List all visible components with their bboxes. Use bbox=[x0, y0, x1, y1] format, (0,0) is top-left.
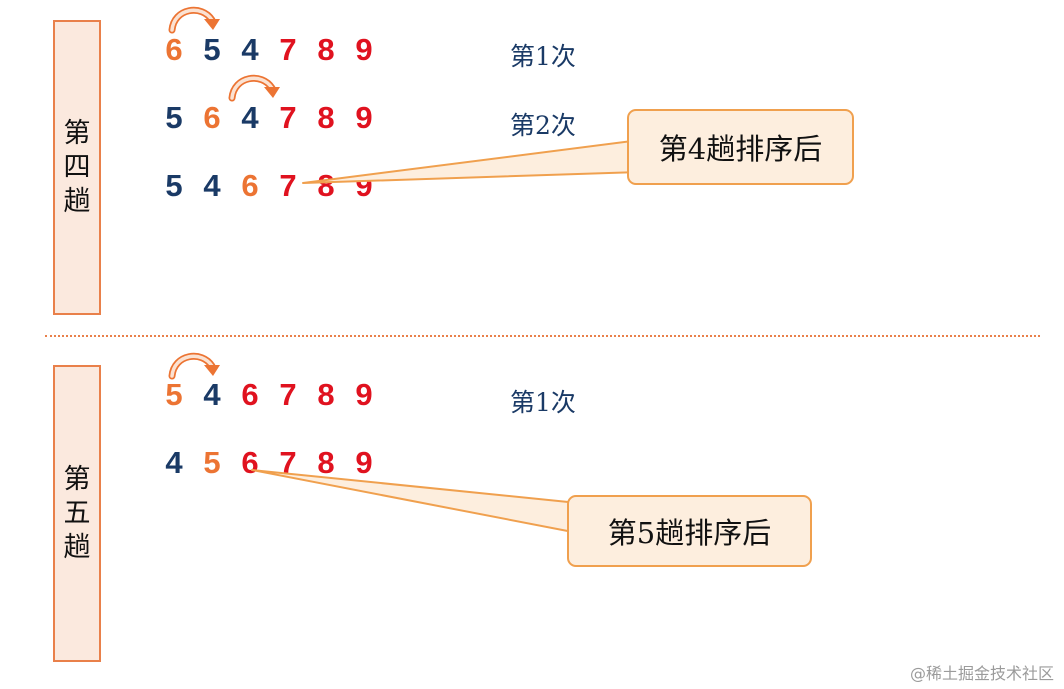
step-label: 第1次 bbox=[510, 388, 576, 417]
pass-label-char: 第 bbox=[63, 117, 91, 149]
pass-label-box: 第 五 趟 bbox=[53, 365, 101, 662]
pass-label-char: 趟 bbox=[63, 531, 91, 563]
pass-label-char: 四 bbox=[63, 151, 91, 183]
watermark: @稀土掘金技术社区 bbox=[909, 664, 1054, 683]
pass-divider bbox=[45, 335, 1040, 337]
number-cell: 7 bbox=[279, 32, 297, 67]
number-cell: 6 bbox=[165, 32, 183, 67]
number-cell: 5 bbox=[165, 377, 183, 412]
number-cell: 8 bbox=[317, 32, 335, 67]
number-cell: 4 bbox=[165, 445, 183, 480]
step-label: 第2次 bbox=[510, 111, 576, 140]
number-cell: 6 bbox=[241, 377, 259, 412]
callout-pointer bbox=[302, 139, 641, 184]
number-cell: 7 bbox=[279, 445, 297, 480]
pass-label-char: 第 bbox=[63, 463, 91, 495]
sequence-row: 5 6 4 7 8 9 bbox=[155, 98, 395, 138]
number-cell: 4 bbox=[203, 377, 221, 412]
swap-arrow-icon bbox=[168, 6, 220, 34]
pass-label-char: 趟 bbox=[63, 185, 91, 217]
pass-label-box: 第 四 趟 bbox=[53, 20, 101, 315]
number-cell: 4 bbox=[203, 168, 221, 203]
swap-arrow-icon bbox=[228, 74, 280, 102]
sequence-row: 6 5 4 7 8 9 bbox=[155, 30, 395, 70]
number-cell: 8 bbox=[317, 100, 335, 135]
number-cell: 4 bbox=[241, 100, 259, 135]
sequence-row: 5 4 6 7 8 9 bbox=[155, 166, 395, 206]
number-cell: 8 bbox=[317, 445, 335, 480]
number-cell: 5 bbox=[165, 168, 183, 203]
step-label: 第1次 bbox=[510, 42, 576, 71]
number-cell: 6 bbox=[203, 100, 221, 135]
number-cell: 8 bbox=[317, 168, 335, 203]
number-cell: 4 bbox=[241, 32, 259, 67]
number-cell: 9 bbox=[355, 100, 373, 135]
number-cell: 9 bbox=[355, 377, 373, 412]
number-cell: 5 bbox=[203, 445, 221, 480]
number-cell: 7 bbox=[279, 168, 297, 203]
swap-arrow-icon bbox=[168, 352, 220, 380]
sequence-row: 5 4 6 7 8 9 bbox=[155, 375, 395, 415]
number-cell: 7 bbox=[279, 377, 297, 412]
number-cell: 5 bbox=[203, 32, 221, 67]
pass-label-char: 五 bbox=[63, 497, 91, 529]
number-cell: 6 bbox=[241, 168, 259, 203]
number-cell: 9 bbox=[355, 445, 373, 480]
number-cell: 5 bbox=[165, 100, 183, 135]
callout-pointer bbox=[251, 469, 579, 534]
number-cell: 7 bbox=[279, 100, 297, 135]
number-cell: 8 bbox=[317, 377, 335, 412]
number-cell: 9 bbox=[355, 32, 373, 67]
callout-box: 第5趟排序后 bbox=[567, 495, 812, 567]
callout-box: 第4趟排序后 bbox=[627, 109, 854, 185]
